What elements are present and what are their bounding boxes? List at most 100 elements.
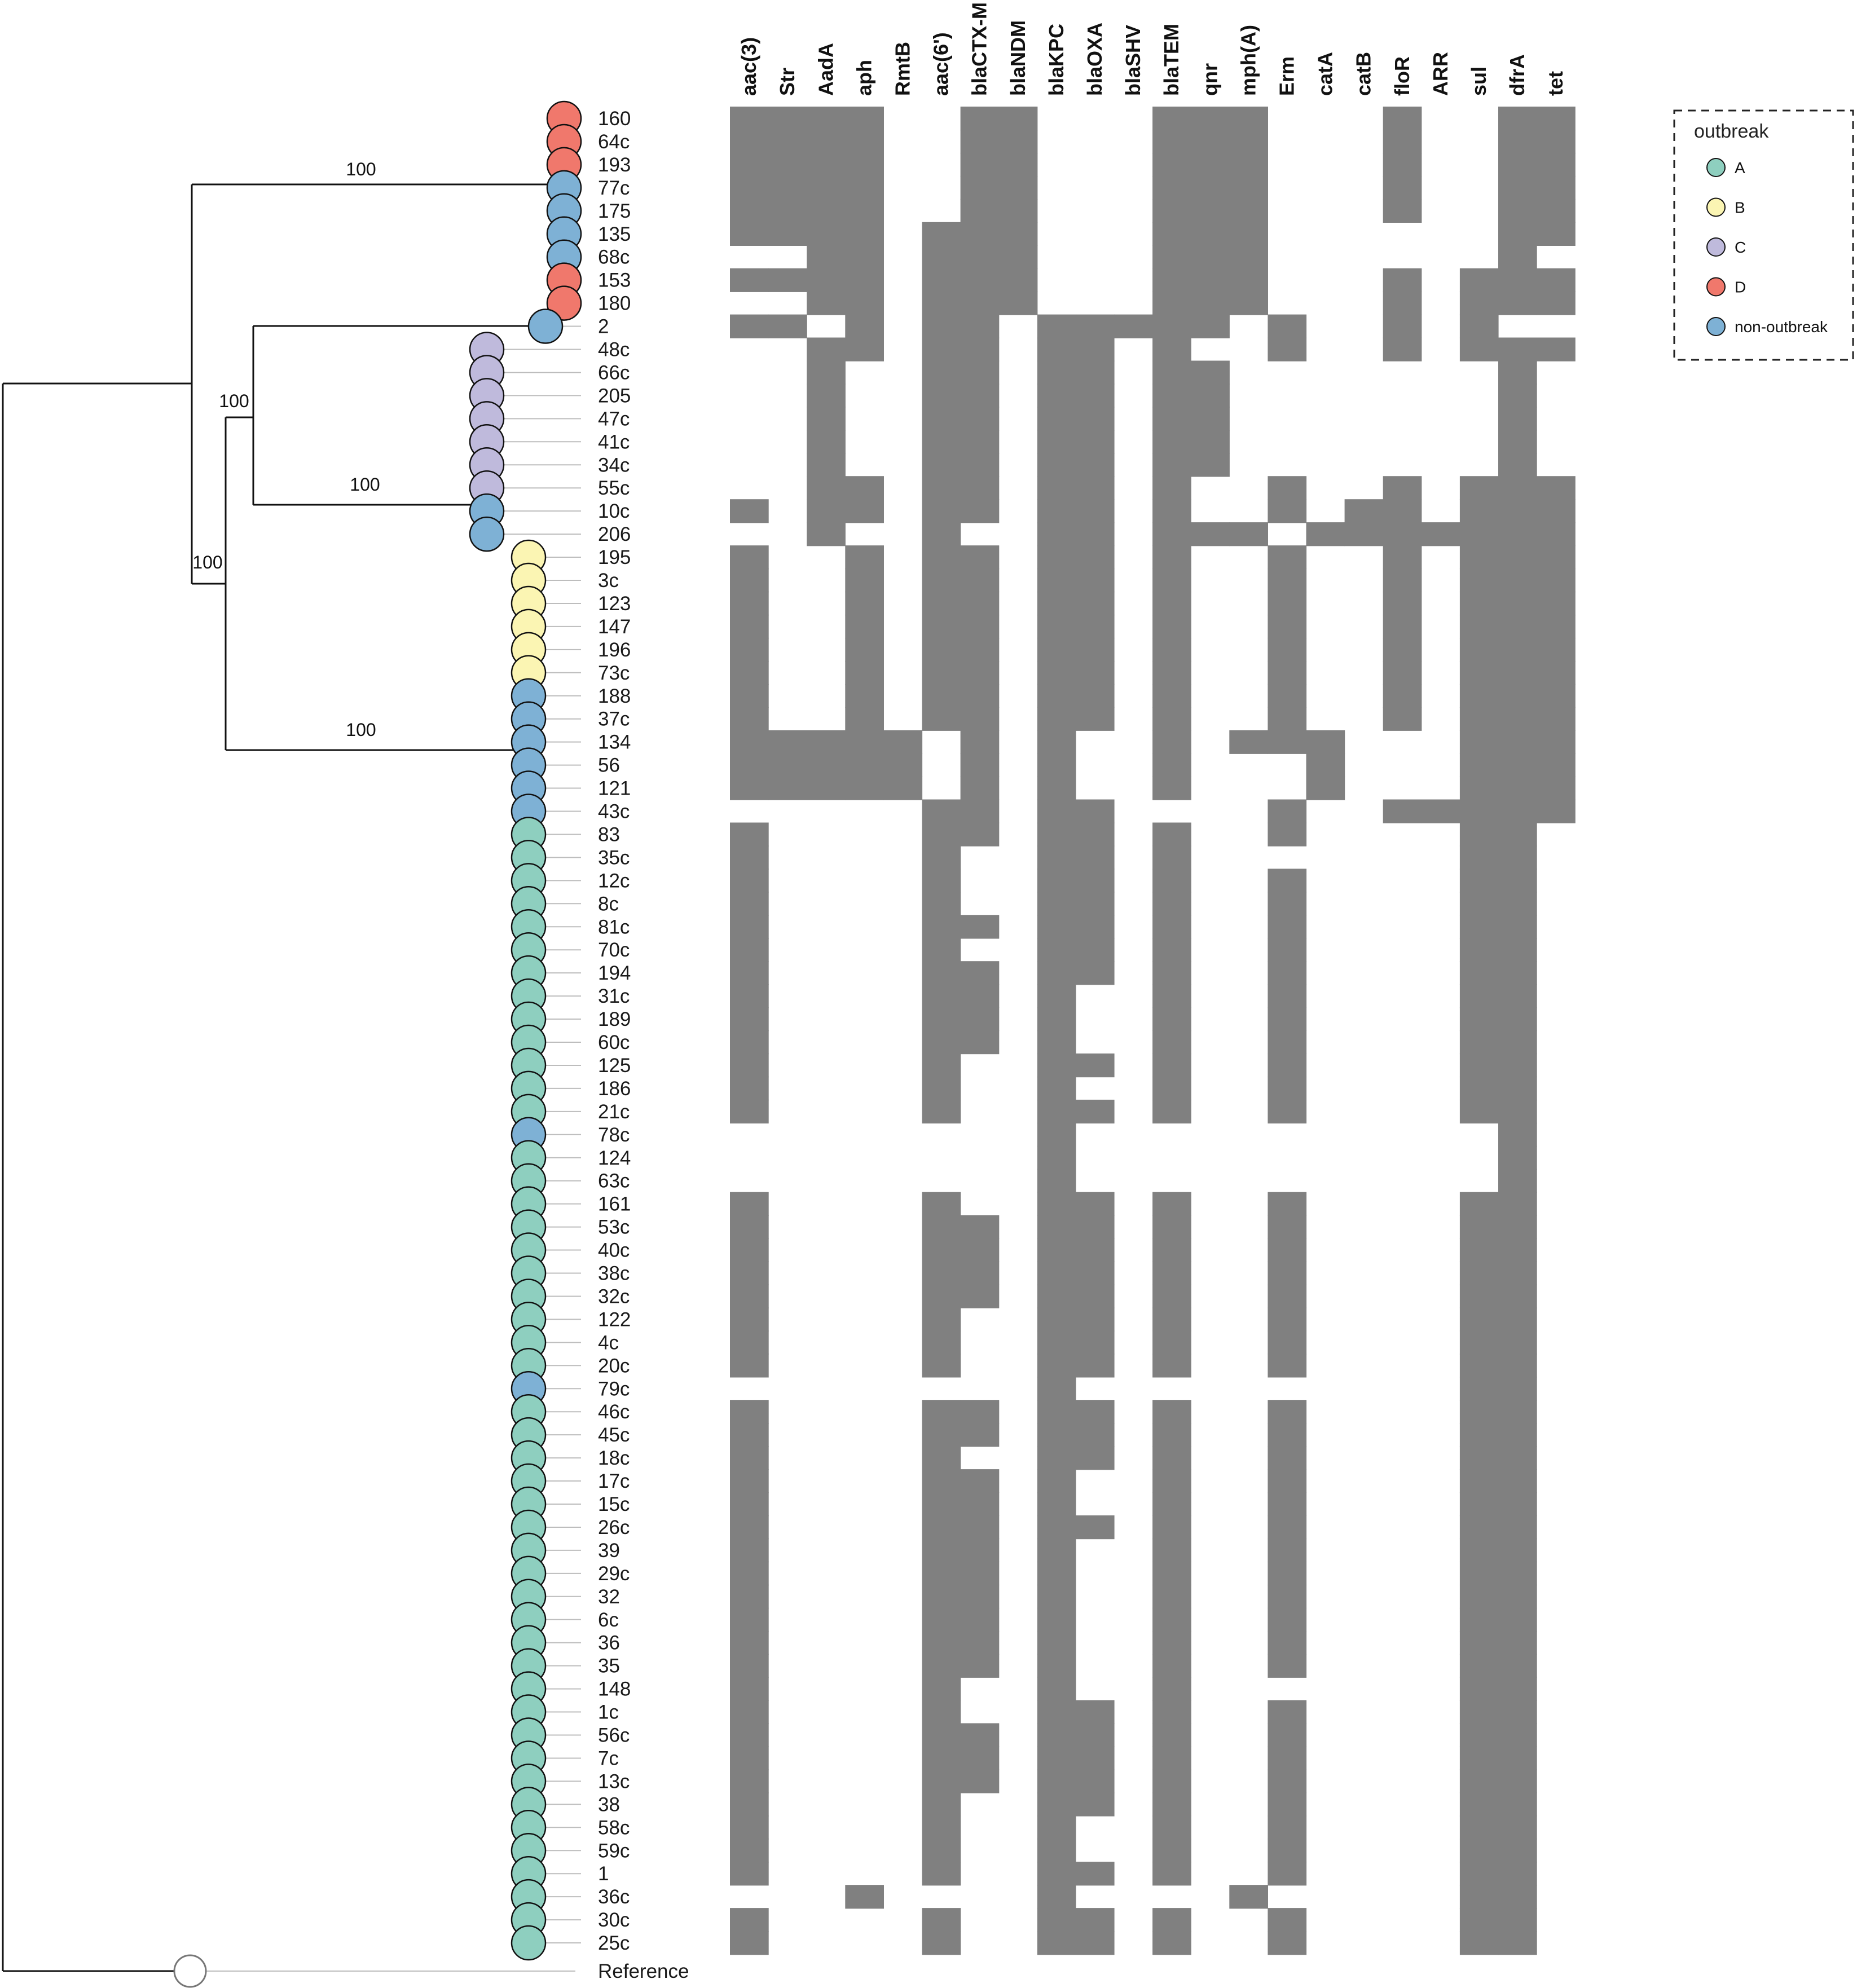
- tree-branches: [2, 183, 548, 1972]
- presence-cell: [922, 1607, 961, 1632]
- presence-cell: [1152, 1654, 1191, 1678]
- presence-cell: [1268, 1561, 1307, 1586]
- presence-cell: [960, 660, 1000, 685]
- presence-cell: [1152, 430, 1191, 454]
- presence-cell: [730, 1584, 769, 1608]
- presence-cell: [1268, 1238, 1307, 1262]
- presence-cell: [960, 268, 1000, 292]
- presence-cell: [1229, 222, 1268, 246]
- presence-cell: [922, 1354, 961, 1378]
- tip-label: 79c: [598, 1378, 630, 1400]
- presence-cell: [922, 1492, 961, 1517]
- presence-cell: [1037, 1700, 1076, 1724]
- presence-cell: [1537, 268, 1576, 292]
- presence-cell: [1191, 199, 1230, 223]
- presence-cell: [1037, 1145, 1076, 1170]
- presence-cell: [1498, 1007, 1537, 1032]
- tip-label: 70c: [598, 939, 630, 961]
- presence-cell: [1268, 314, 1307, 338]
- presence-cell: [1498, 915, 1537, 939]
- presence-cell: [1498, 222, 1537, 246]
- presence-cell: [1075, 1261, 1115, 1285]
- presence-cell: [1498, 1030, 1537, 1055]
- bootstrap-label: 100: [346, 720, 376, 740]
- presence-cell: [1459, 915, 1499, 939]
- presence-cell: [730, 199, 769, 223]
- presence-cell: [960, 314, 1000, 338]
- presence-cell: [922, 360, 961, 385]
- presence-cell: [1459, 499, 1499, 523]
- presence-cell: [1229, 130, 1268, 154]
- presence-cell: [1075, 1931, 1115, 1955]
- gene-column-label: blaSHV: [1121, 25, 1145, 96]
- presence-cell: [1075, 822, 1115, 847]
- presence-cell: [1498, 892, 1537, 916]
- presence-cell: [1037, 1584, 1076, 1608]
- presence-cell: [1268, 984, 1307, 1008]
- presence-cell: [807, 291, 846, 315]
- presence-cell: [1268, 799, 1307, 823]
- tip-label: 81c: [598, 916, 630, 938]
- presence-cell: [922, 522, 961, 546]
- presence-cell: [1037, 1169, 1076, 1193]
- presence-cell: [922, 1307, 961, 1332]
- presence-cell: [1075, 430, 1115, 454]
- presence-cell: [922, 1538, 961, 1563]
- presence-cell: [1037, 1030, 1076, 1055]
- presence-cell: [845, 637, 884, 662]
- presence-cell: [1498, 1515, 1537, 1540]
- presence-cell: [1498, 1584, 1537, 1608]
- presence-cell: [845, 707, 884, 731]
- tip-label: 196: [598, 639, 631, 661]
- presence-cell: [922, 1030, 961, 1055]
- presence-cell: [730, 1654, 769, 1678]
- presence-cell: [960, 222, 1000, 246]
- presence-cell: [730, 1769, 769, 1793]
- presence-cell: [730, 1862, 769, 1886]
- presence-cell: [1152, 938, 1191, 962]
- presence-cell: [1459, 1377, 1499, 1401]
- presence-cell: [960, 175, 1000, 200]
- presence-cell: [1075, 660, 1115, 685]
- presence-cell: [807, 245, 846, 269]
- presence-cell: [960, 499, 1000, 523]
- tip-label: 121: [598, 778, 631, 800]
- presence-cell: [845, 568, 884, 593]
- presence-cell: [768, 107, 807, 131]
- presence-cell: [1037, 314, 1076, 338]
- gene-column-label: dfrA: [1506, 54, 1529, 96]
- legend-swatch: [1706, 237, 1726, 257]
- presence-cell: [845, 476, 884, 500]
- presence-cell: [1306, 753, 1345, 777]
- presence-cell: [1075, 1723, 1115, 1747]
- tip-label: 55c: [598, 477, 630, 499]
- presence-cell: [730, 1261, 769, 1285]
- presence-cell: [1191, 314, 1230, 338]
- presence-cell: [1152, 199, 1191, 223]
- presence-cell: [1152, 1192, 1191, 1216]
- presence-cell: [730, 1561, 769, 1586]
- presence-cell: [730, 1238, 769, 1262]
- presence-cell: [1459, 984, 1499, 1008]
- presence-cell: [1268, 1584, 1307, 1608]
- presence-cell: [1498, 407, 1537, 431]
- presence-cell: [1075, 522, 1115, 546]
- presence-cell: [1459, 637, 1499, 662]
- presence-cell: [1152, 1839, 1191, 1863]
- presence-cell: [845, 314, 884, 338]
- presence-cell: [1459, 1238, 1499, 1262]
- presence-cell: [1037, 915, 1076, 939]
- presence-cell: [1037, 1284, 1076, 1308]
- tip-label: 38: [598, 1793, 620, 1815]
- tip-label: 21c: [598, 1101, 630, 1123]
- presence-cell: [845, 245, 884, 269]
- presence-cell: [730, 961, 769, 985]
- presence-cell: [1498, 1492, 1537, 1517]
- presence-cell: [807, 776, 846, 800]
- presence-cell: [922, 384, 961, 408]
- presence-cell: [1498, 660, 1537, 685]
- presence-cell: [922, 1053, 961, 1078]
- presence-cell: [768, 175, 807, 200]
- tip-label: 125: [598, 1055, 631, 1077]
- presence-cell: [922, 1677, 961, 1701]
